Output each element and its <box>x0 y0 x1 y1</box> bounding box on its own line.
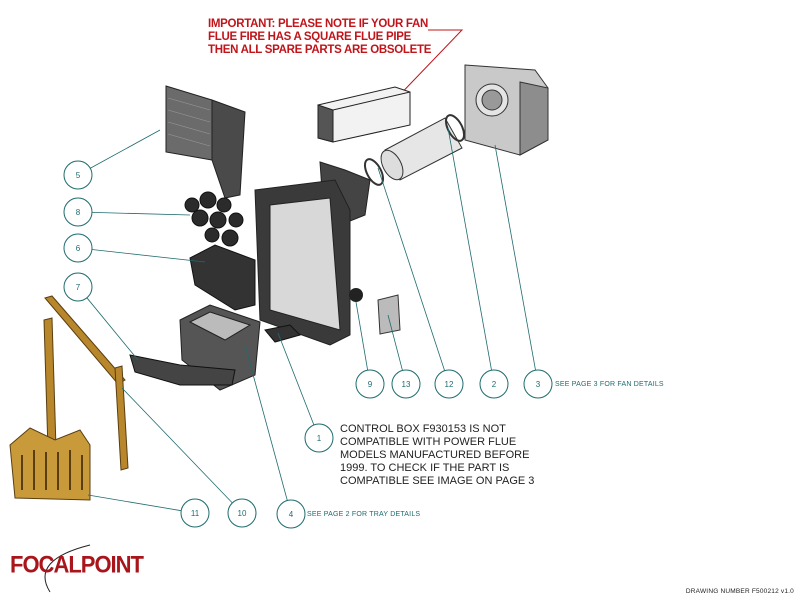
callout-circle <box>227 498 257 528</box>
callout-2: 2 <box>447 127 509 399</box>
callout-5: 5 <box>63 129 161 190</box>
leader-line <box>387 314 403 371</box>
callout-number: 10 <box>238 509 247 518</box>
callout-12: 12 <box>377 167 464 399</box>
callout-circle <box>276 499 306 529</box>
leader-line <box>90 129 161 169</box>
callout-circle <box>180 498 210 528</box>
callout-circle <box>434 369 464 399</box>
fan-details-ref: SEE PAGE 3 FOR FAN DETAILS <box>555 381 664 388</box>
part-13 <box>377 294 401 335</box>
callout-4: 4 <box>244 344 306 529</box>
leader-line <box>447 127 492 371</box>
leader-line <box>91 249 206 263</box>
coal-set <box>184 191 244 247</box>
part-9 <box>349 288 363 302</box>
callout-circle <box>63 233 93 263</box>
callout-1: 1 <box>277 332 334 453</box>
callout-number: 6 <box>76 244 81 253</box>
control-box <box>264 324 301 343</box>
callout-circle <box>63 197 93 227</box>
callout-number: 2 <box>492 380 497 389</box>
callout-circle <box>63 272 93 302</box>
logo-swoosh <box>44 544 91 593</box>
round-flue-pipe <box>363 114 466 186</box>
callout-circle <box>63 160 93 190</box>
tray-details-ref: SEE PAGE 2 FOR TRAY DETAILS <box>307 511 421 518</box>
leader-line <box>494 144 536 371</box>
leader-line <box>277 332 315 426</box>
callout-8: 8 <box>63 197 191 227</box>
obsolete-warning: IMPORTANT: PLEASE NOTE IF YOUR FAN FLUE … <box>208 18 431 57</box>
callout-number: 3 <box>536 380 541 389</box>
note-line: MODELS MANUFACTURED BEFORE <box>340 449 530 461</box>
firebox <box>254 179 351 346</box>
coal-bed <box>189 244 256 311</box>
callout-number: 11 <box>191 509 200 518</box>
focalpoint-logo: FOCALPOINT <box>10 550 144 579</box>
callout-number: 13 <box>402 380 411 389</box>
note-line: COMPATIBLE SEE IMAGE ON PAGE 3 <box>340 475 535 487</box>
callout-number: 4 <box>289 510 294 519</box>
brick-panel <box>165 85 246 199</box>
warning-pointer <box>389 29 464 106</box>
leader-line <box>355 301 369 371</box>
leader-line <box>91 211 191 216</box>
warning-line: THEN ALL SPARE PARTS ARE OBSOLETE <box>208 44 432 56</box>
callout-11: 11 <box>87 494 210 528</box>
callout-number: 12 <box>445 380 454 389</box>
square-flue-pipe <box>317 86 411 143</box>
callout-number: 1 <box>317 434 322 443</box>
note-line: CONTROL BOX F930153 IS NOT <box>340 423 506 435</box>
callout-13: 13 <box>387 314 421 399</box>
leader-line <box>87 494 182 512</box>
callout-7: 7 <box>63 272 139 361</box>
callout-3: 3 <box>494 144 553 399</box>
leader-line <box>244 344 288 501</box>
callout-circle <box>304 423 334 453</box>
callout-circle <box>391 369 421 399</box>
warning-line: FLUE FIRE HAS A SQUARE FLUE PIPE <box>208 31 411 43</box>
drawing-number: DRAWING NUMBER F500212 v1.0 <box>685 588 794 595</box>
warning-line: IMPORTANT: PLEASE NOTE IF YOUR FAN <box>208 18 429 30</box>
front-coals <box>129 354 236 386</box>
callout-6: 6 <box>63 233 206 263</box>
leader-line <box>86 297 139 361</box>
leader-line <box>377 167 446 371</box>
callout-10: 10 <box>121 387 257 528</box>
callout-circle <box>523 369 553 399</box>
callout-number: 9 <box>368 380 373 389</box>
note-line: 1999. TO CHECK IF THE PART IS <box>340 462 510 474</box>
callout-number: 8 <box>76 208 81 217</box>
callout-9: 9 <box>355 301 385 399</box>
fan-unit <box>464 64 549 156</box>
callout-circle <box>355 369 385 399</box>
control-box-note: CONTROL BOX F930153 IS NOT COMPATIBLE WI… <box>340 423 580 488</box>
callout-circle <box>479 369 509 399</box>
note-line: COMPATIBLE WITH POWER FLUE <box>340 436 517 448</box>
callout-number: 5 <box>76 171 81 180</box>
callout-number: 7 <box>76 283 81 292</box>
leader-line <box>121 387 233 504</box>
